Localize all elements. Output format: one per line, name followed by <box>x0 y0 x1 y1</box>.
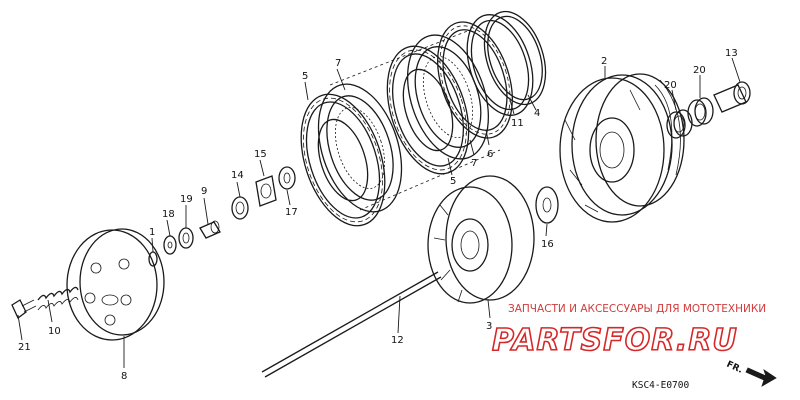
circlip <box>148 251 158 267</box>
lifter-plate-15 <box>255 175 277 207</box>
watermark-brand-logo: PARTSFOR.RU <box>492 323 738 358</box>
callout-2: 2 <box>601 56 607 67</box>
clutch-outer <box>559 73 685 223</box>
callout-10: 10 <box>48 326 61 337</box>
judder-disc <box>437 21 513 139</box>
callout-7b: 7 <box>471 158 477 169</box>
friction-disc-middle <box>386 45 470 175</box>
thrust-washer <box>535 186 559 224</box>
bearing-19 <box>178 227 194 249</box>
front-arrow-icon <box>745 367 777 387</box>
callout-11: 11 <box>511 118 524 129</box>
friction-disc-front <box>300 93 386 227</box>
washer-17 <box>278 166 296 190</box>
washer-18 <box>163 235 177 255</box>
callout-17: 17 <box>285 207 298 218</box>
callout-20b: 20 <box>693 65 706 76</box>
pressure-plate <box>66 228 165 341</box>
outer-guide-collar <box>713 81 751 113</box>
clutch-spring <box>37 286 79 311</box>
steel-plate-front <box>317 83 403 213</box>
spring-seat <box>466 14 534 116</box>
bearing-14 <box>231 196 249 220</box>
callout-20a: 20 <box>664 80 677 91</box>
callout-3: 3 <box>486 321 492 332</box>
needle-bearing-2 <box>687 97 714 127</box>
callout-16: 16 <box>541 239 554 250</box>
callout-8: 8 <box>121 371 127 382</box>
callout-14: 14 <box>231 170 244 181</box>
callout-19: 19 <box>180 194 193 205</box>
bolt <box>11 299 37 320</box>
diagram-code: KSC4-E0700 <box>632 380 689 391</box>
lifter-piece-9 <box>199 220 221 239</box>
watermark: ЗАПЧАСТИ И АКСЕССУАРЫ ДЛЯ МОТОТЕХНИКИ PA… <box>491 303 766 359</box>
callouts: 21 10 8 1 18 19 9 14 15 17 5 7 5 7 6 11 … <box>18 48 738 382</box>
judder-spring <box>483 10 547 106</box>
callout-1: 1 <box>149 227 155 238</box>
callout-4: 4 <box>534 108 540 119</box>
callout-9: 9 <box>201 186 207 197</box>
lifter-rod <box>261 271 442 378</box>
callout-13: 13 <box>725 48 738 59</box>
clutch-center <box>427 175 535 304</box>
callout-12: 12 <box>391 335 404 346</box>
direction-label: FR. <box>725 360 744 376</box>
watermark-tagline: ЗАПЧАСТИ И АКСЕССУАРЫ ДЛЯ МОТОТЕХНИКИ <box>508 303 766 315</box>
leader-lines <box>17 57 741 368</box>
callout-7a: 7 <box>335 58 341 69</box>
callout-18: 18 <box>162 209 175 220</box>
callout-6: 6 <box>487 149 493 160</box>
callout-5a: 5 <box>302 71 308 82</box>
callout-15: 15 <box>254 149 267 160</box>
callout-21: 21 <box>18 342 31 353</box>
callout-5b: 5 <box>450 176 456 187</box>
front-direction-indicator: FR. <box>725 360 777 387</box>
